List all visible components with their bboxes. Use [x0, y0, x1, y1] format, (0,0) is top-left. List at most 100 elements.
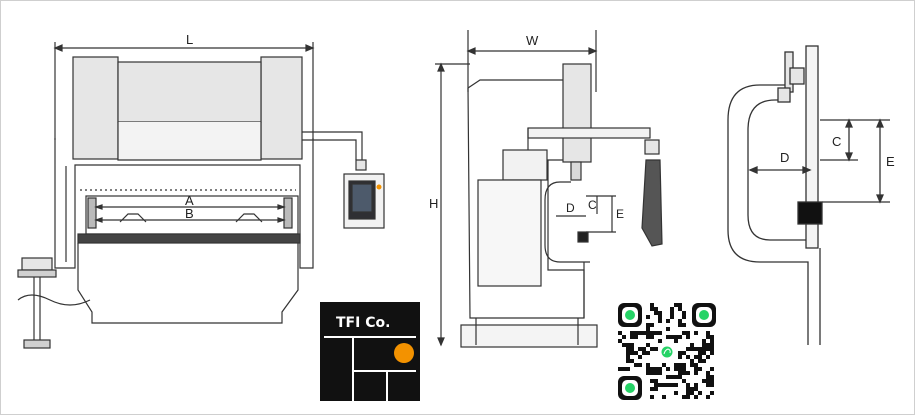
arrow-right	[305, 44, 315, 52]
qr-module	[706, 395, 710, 399]
width-label: W	[526, 33, 539, 48]
qr-module	[618, 367, 622, 371]
qr-module	[670, 307, 674, 311]
w-arrow-left	[466, 47, 476, 55]
bed-label-b: B	[185, 206, 194, 221]
qr-module	[702, 343, 706, 347]
qr-module	[694, 395, 698, 399]
qr-module	[626, 343, 630, 347]
qr-module	[694, 363, 698, 367]
qr-module	[690, 391, 694, 395]
qr-module	[682, 351, 686, 355]
die-support-right	[235, 213, 263, 223]
qr-module	[698, 351, 702, 355]
side-ram	[570, 161, 582, 181]
qr-module	[706, 343, 710, 347]
qr-module	[646, 367, 650, 371]
qr-module	[678, 351, 682, 355]
bed-bar	[77, 233, 301, 244]
detail-die	[797, 201, 823, 225]
qr-module	[630, 343, 634, 347]
qr-module	[650, 347, 654, 351]
qr-module	[646, 371, 650, 375]
qr-module	[690, 343, 694, 347]
qr-module	[674, 391, 678, 395]
qr-module	[686, 335, 690, 339]
a-arrow-right	[277, 204, 286, 210]
qr-module	[626, 355, 630, 359]
left-upright	[87, 197, 97, 229]
qr-module	[710, 379, 714, 383]
qr-module	[618, 331, 622, 335]
qr-module	[698, 367, 702, 371]
qr-module	[654, 307, 658, 311]
qr-module	[654, 387, 658, 391]
qr-module	[678, 335, 682, 339]
qr-module	[678, 375, 682, 379]
qr-module	[678, 307, 682, 311]
qr-module	[662, 395, 666, 399]
qr-module	[658, 367, 662, 371]
qr-module	[658, 315, 662, 319]
qr-module	[650, 387, 654, 391]
qr-module	[646, 331, 650, 335]
detail-d-arrow-left	[748, 166, 758, 174]
qr-module	[694, 367, 698, 371]
foot-pedal	[21, 257, 53, 271]
qr-module	[654, 379, 658, 383]
qr-module	[650, 335, 654, 339]
qr-module	[710, 335, 714, 339]
qr-module	[674, 363, 678, 367]
qr-module	[678, 367, 682, 371]
right-housing	[260, 56, 303, 160]
qr-module	[710, 383, 714, 387]
qr-module	[674, 339, 678, 343]
detail-frame-outer	[727, 84, 809, 345]
qr-module	[690, 359, 694, 363]
side-d-label: D	[566, 201, 575, 215]
left-housing	[72, 56, 119, 160]
qr-module	[706, 331, 710, 335]
qr-module	[706, 383, 710, 387]
qr-module	[658, 331, 662, 335]
qr-module	[710, 339, 714, 343]
side-view	[435, 30, 663, 348]
qr-module	[710, 351, 714, 355]
qr-module	[694, 387, 698, 391]
detail-e-arrow-top	[876, 118, 884, 128]
height-label: H	[429, 196, 438, 211]
lower-body	[77, 243, 299, 324]
qr-module	[650, 331, 654, 335]
b-arrow-left	[94, 217, 103, 223]
frame-outline	[54, 138, 314, 269]
qr-module	[666, 375, 670, 379]
qr-module	[678, 319, 682, 323]
qr-module	[682, 371, 686, 375]
qr-module	[710, 343, 714, 347]
detail-frame-inner	[747, 99, 808, 241]
qr-module	[706, 355, 710, 359]
side-cylinder	[562, 63, 592, 163]
detail-plate	[805, 45, 819, 249]
qr-module	[646, 327, 650, 331]
qr-module	[626, 359, 630, 363]
logo-orange-dot	[394, 343, 414, 363]
qr-module	[674, 375, 678, 379]
qr-module	[682, 331, 686, 335]
logo-text: TFI Co.	[336, 315, 390, 331]
front-view	[17, 42, 385, 349]
qr-module	[670, 335, 674, 339]
qr-module	[658, 383, 662, 387]
qr-module	[698, 347, 702, 351]
hanging-guard	[641, 159, 663, 247]
qr-module	[654, 367, 658, 371]
qr-module	[686, 387, 690, 391]
qr-module	[674, 303, 678, 307]
qr-module	[626, 367, 630, 371]
qr-module	[678, 355, 682, 359]
qr-module	[654, 347, 658, 351]
qr-module	[682, 395, 686, 399]
side-tank	[477, 179, 542, 287]
control-display	[351, 183, 373, 213]
